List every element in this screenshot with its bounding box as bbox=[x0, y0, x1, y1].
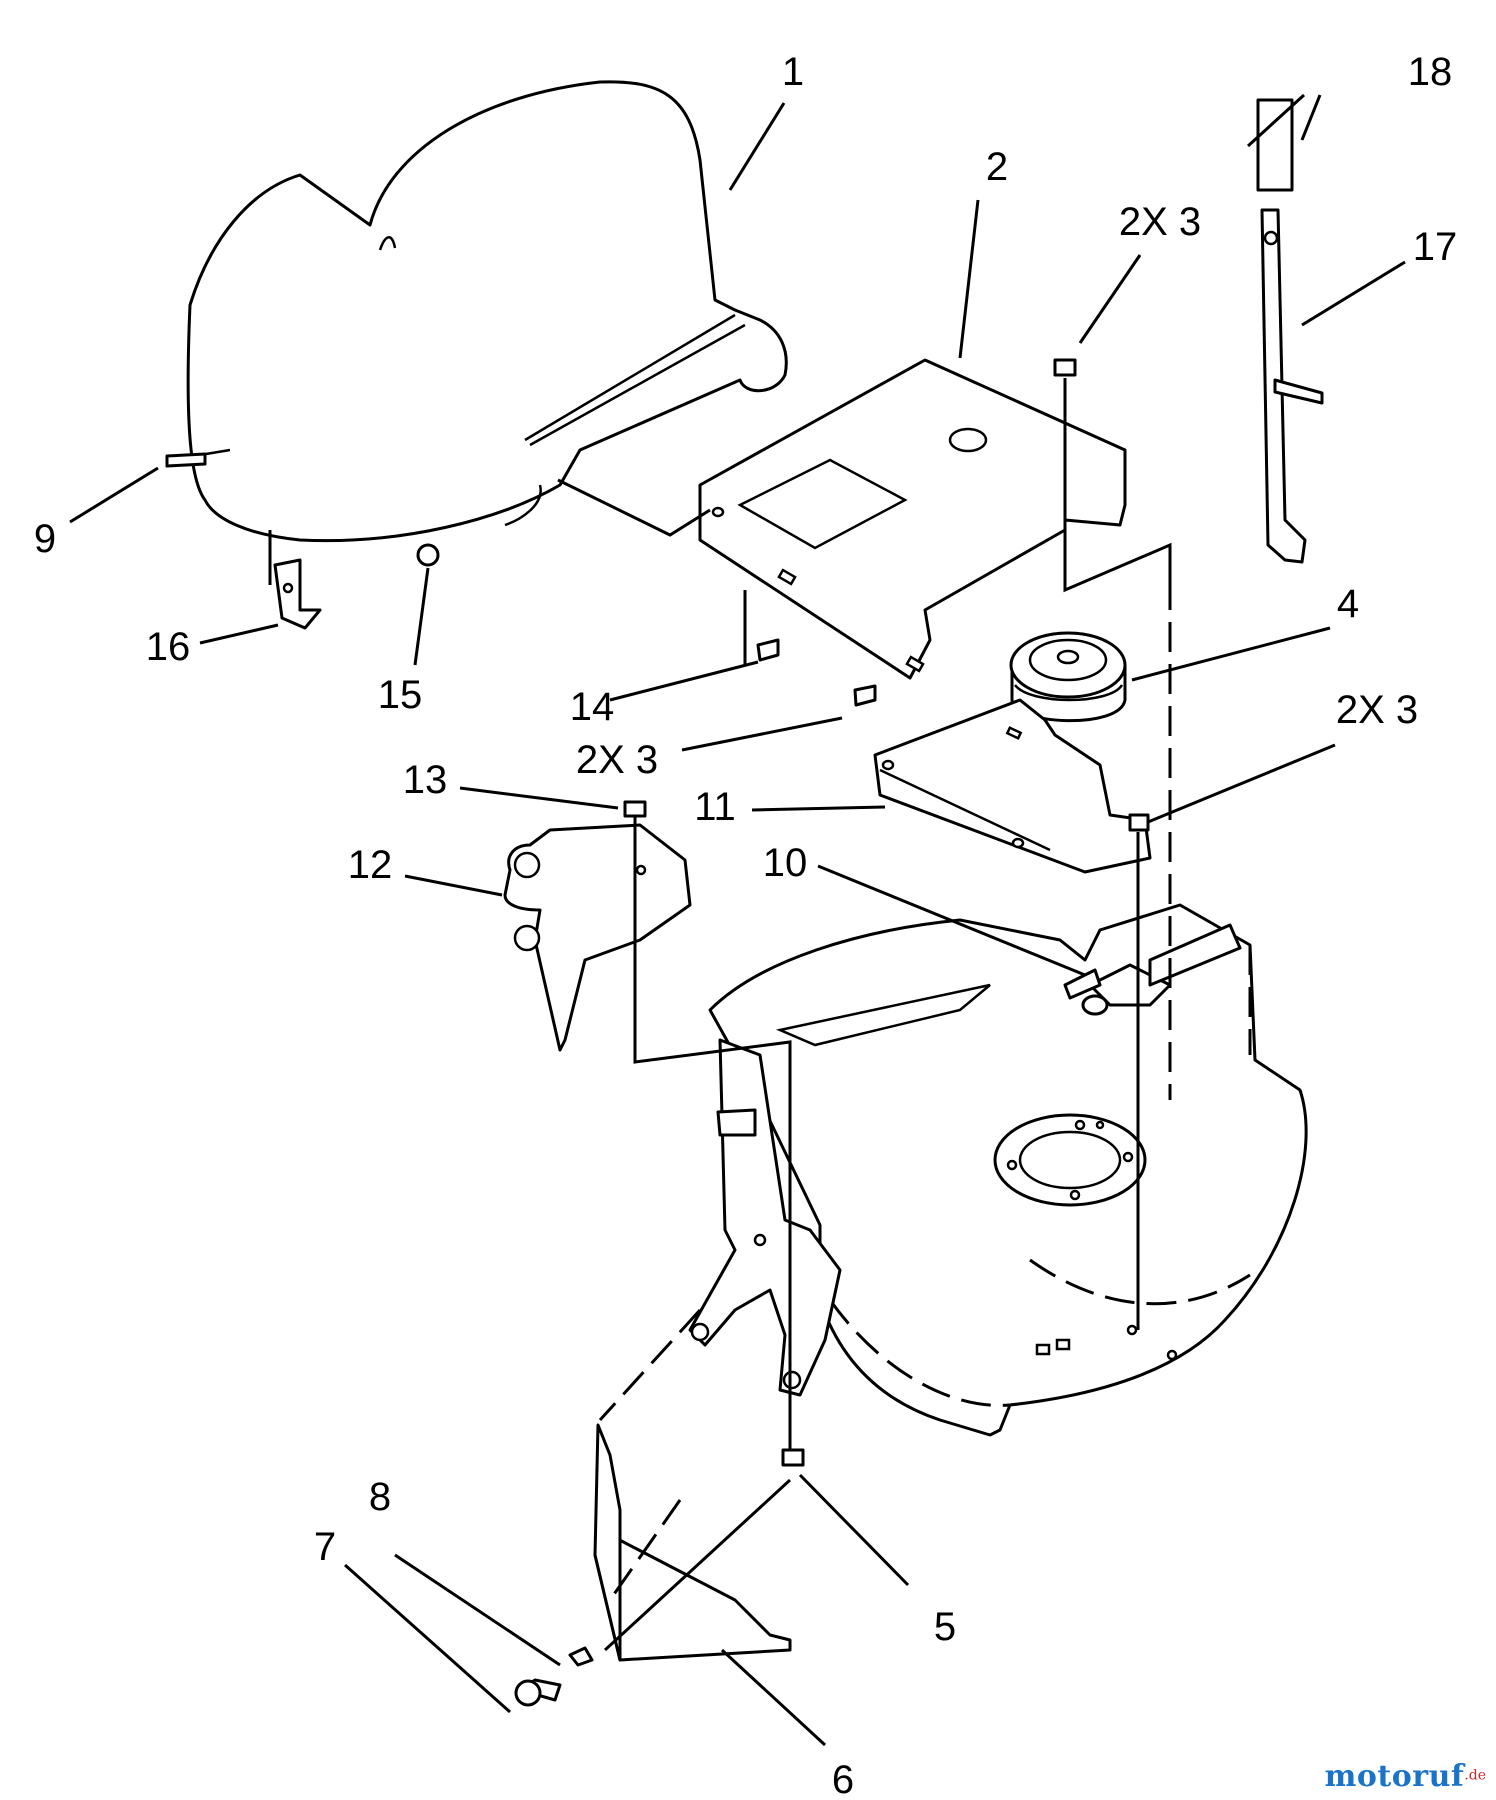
callout-13: 13 bbox=[403, 758, 448, 802]
part-4-pulley bbox=[1009, 631, 1127, 723]
callout-5: 5 bbox=[934, 1605, 956, 1649]
part-1-cover bbox=[186, 80, 788, 543]
watermark-logo: motoruf.de bbox=[1325, 1759, 1486, 1794]
callout-18: 18 bbox=[1408, 50, 1453, 94]
callout-10: 10 bbox=[763, 841, 808, 885]
callout-2x3-mid: 2X 3 bbox=[576, 738, 658, 782]
watermark-suffix: .de bbox=[1464, 1767, 1486, 1784]
part-17-rod bbox=[1260, 208, 1324, 564]
callout-2x3-top: 2X 3 bbox=[1119, 200, 1201, 244]
part-2-bracket bbox=[698, 358, 1127, 680]
callout-17: 17 bbox=[1413, 225, 1458, 269]
callout-4: 4 bbox=[1337, 582, 1359, 626]
callout-1: 1 bbox=[782, 50, 804, 94]
watermark-name: motoruf bbox=[1324, 1759, 1465, 1794]
callout-11: 11 bbox=[694, 785, 736, 829]
callout-6: 6 bbox=[832, 1758, 854, 1800]
part-16-clip bbox=[273, 558, 322, 630]
deck-housing bbox=[708, 903, 1308, 1437]
part-11-plate bbox=[873, 698, 1152, 874]
callout-7: 7 bbox=[314, 1525, 336, 1569]
part-6-deflector bbox=[593, 1423, 792, 1662]
fasteners bbox=[165, 358, 1150, 1707]
callout-16: 16 bbox=[146, 625, 191, 669]
callout-labels: 1 2 2X 3 4 5 6 7 8 9 10 11 12 13 14 2X 3… bbox=[34, 50, 1457, 1800]
callout-12: 12 bbox=[348, 843, 393, 887]
callout-2: 2 bbox=[986, 145, 1008, 189]
callout-2x3-right: 2X 3 bbox=[1336, 688, 1418, 732]
part-12-mount bbox=[503, 823, 692, 1052]
lift-arm bbox=[688, 1038, 842, 1397]
leader-lines bbox=[69, 93, 1406, 1747]
assembly-dashed-lines bbox=[598, 580, 1252, 1601]
assembly-lines bbox=[268, 378, 1172, 1652]
callout-14: 14 bbox=[570, 685, 615, 729]
callout-15: 15 bbox=[378, 673, 423, 717]
part-18-tag bbox=[1256, 98, 1294, 192]
callout-8: 8 bbox=[369, 1475, 391, 1519]
callout-9: 9 bbox=[34, 517, 56, 561]
